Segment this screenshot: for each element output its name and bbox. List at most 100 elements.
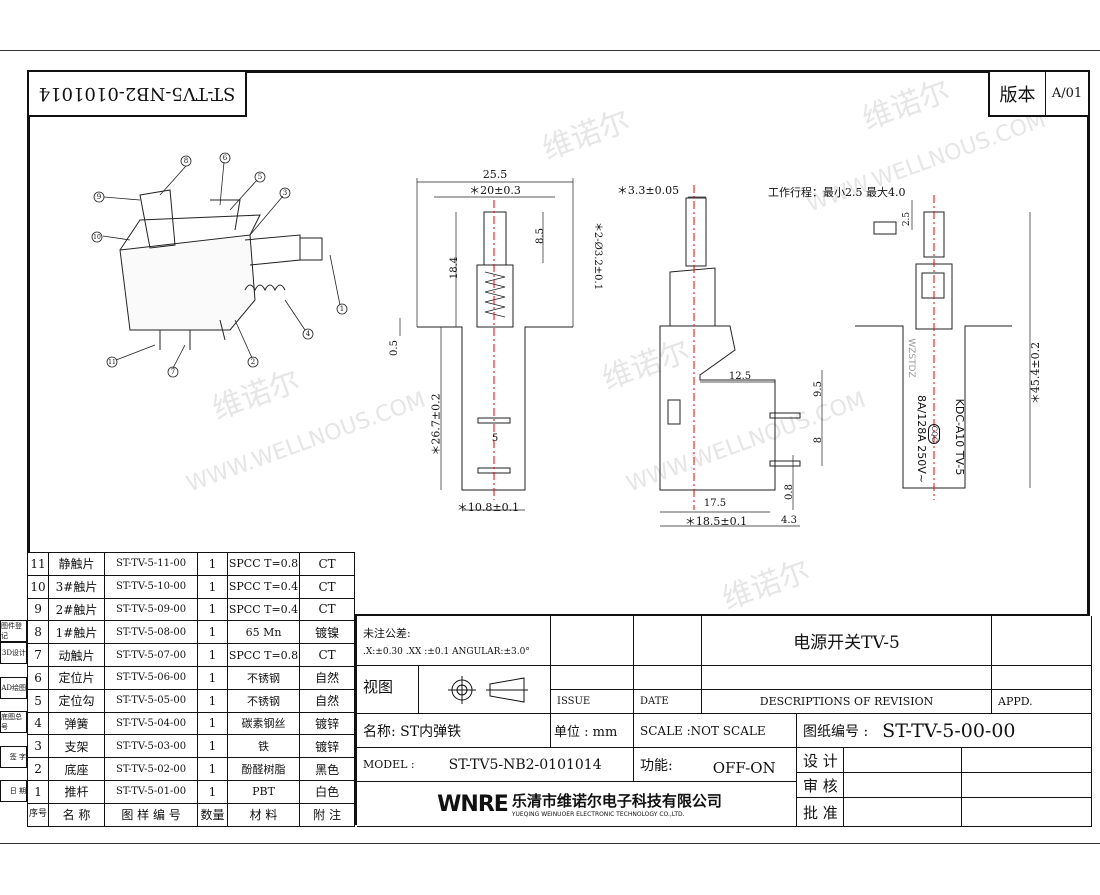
dim-side-12-5: 12.5 — [728, 370, 752, 382]
rear-view — [855, 195, 1012, 500]
bom-note: CT — [299, 574, 355, 599]
bom-qty: 1 — [197, 643, 228, 667]
bom-material: 碳素钢丝 — [226, 711, 301, 736]
bom-name: 推杆 — [48, 779, 105, 804]
design-date[interactable] — [962, 748, 1092, 773]
sheet-bottom-line — [0, 843, 1100, 844]
dim-side-0-8: 0.8 — [783, 484, 795, 500]
callout-2: 2 — [250, 358, 256, 366]
marking-brand: WZSTDZ — [906, 338, 916, 378]
bom-name: 动触片 — [48, 643, 105, 667]
header-note: 附 注 — [299, 802, 355, 827]
approve-signature[interactable] — [844, 798, 962, 827]
company-name-cn: 乐清市维诺尔电子科技有限公司 — [511, 792, 722, 810]
drawing-number: ST-TV-5-00-00 — [882, 719, 1016, 742]
projection-symbol — [419, 666, 551, 714]
dim-total-height: ＊45.4±0.2 — [1029, 341, 1042, 405]
unit: 单位 : mm — [551, 714, 634, 748]
bom-note: 镀锌 — [299, 711, 355, 736]
bom-qty: 1 — [197, 757, 228, 781]
callout-7: 7 — [170, 368, 176, 376]
part-name: 名称: ST内弹铁 — [357, 714, 551, 748]
model-cell: MODEL : ST-TV5-NB2-0101014 — [357, 748, 634, 782]
bom-no: 10 — [26, 574, 50, 599]
rev-cell — [551, 666, 634, 690]
bom-name: 底座 — [48, 757, 105, 781]
rev-cell — [992, 666, 1092, 690]
dim-side-17-5: 17.5 — [703, 497, 727, 509]
dim-side-9-5: 9.5 — [812, 381, 824, 397]
side-label: 签 字 — [0, 746, 27, 768]
bom-qty: 1 — [197, 574, 228, 599]
version-value: A/01 — [1051, 86, 1083, 101]
rev-appd-header: APPD. — [992, 690, 1092, 714]
rev-cell — [634, 666, 702, 690]
callout-9: 9 — [96, 193, 102, 201]
function-cell: 功能: OFF-ON — [634, 748, 797, 782]
function-label: 功能: — [640, 758, 673, 774]
review-signature[interactable] — [844, 773, 962, 798]
rev-date-header: DATE — [634, 690, 702, 714]
drawing-number-label: 图纸编号 : — [803, 723, 869, 740]
bom-name: 定位勾 — [48, 688, 105, 713]
bom-note: CT — [299, 552, 355, 576]
model-value: ST-TV5-NB2-0101014 — [448, 756, 602, 773]
callout-4: 4 — [305, 330, 311, 338]
bom-no: 2 — [26, 757, 50, 781]
dim-front-depth: ＊26.7±0.2 — [429, 393, 442, 456]
company-cell: WNRE 乐清市维诺尔电子科技有限公司 YUEQING WEINUOER ELE… — [357, 782, 797, 827]
bom-material: 不锈钢 — [226, 665, 301, 690]
bom-note: CT — [299, 643, 355, 667]
bom-code: ST-TV-5-07-00 — [103, 643, 199, 667]
side-view — [659, 185, 801, 510]
title-block: 未注公差: .X:±0.30 .XX :±0.1 ANGULAR:±3.0° 电… — [355, 614, 1092, 827]
bom-material: SPCC T=0.4 — [226, 597, 301, 622]
bom-name: 3#触片 — [48, 574, 105, 599]
bom-name: 支架 — [48, 734, 105, 759]
side-label: AD绘图 — [0, 677, 27, 699]
bom-name: 定位片 — [48, 665, 105, 690]
cqc-mark-icon: CQC — [928, 424, 940, 444]
third-angle-projection-icon — [447, 675, 528, 704]
bom-qty: 1 — [197, 779, 228, 804]
bom-qty: 1 — [197, 665, 228, 690]
tolerance-values: .X:±0.30 .XX :±0.1 ANGULAR:±3.0° — [363, 646, 530, 657]
bom-name: 2#触片 — [48, 597, 105, 622]
bom-note: 自然 — [299, 688, 355, 713]
dim-travel: 2.5 — [902, 211, 912, 227]
mirrored-code-box: ST-TV5-NB2-0101014 — [27, 70, 247, 117]
rev-desc-header: DESCRIPTIONS OF REVISION — [702, 690, 992, 714]
bom-no: 4 — [26, 711, 50, 736]
bom-code: ST-TV-5-05-00 — [103, 688, 199, 713]
design-signature[interactable] — [844, 748, 962, 773]
design-label: 设 计 — [797, 748, 844, 773]
bom-note: 白色 — [299, 779, 355, 804]
bom-note: CT — [299, 597, 355, 622]
bom-code: ST-TV-5-09-00 — [103, 597, 199, 622]
dim-plunger-width: ＊3.3±0.05 — [616, 183, 680, 197]
bom-no: 8 — [26, 620, 50, 645]
review-date[interactable] — [962, 773, 1092, 798]
approve-date[interactable] — [962, 798, 1092, 827]
rev-cell — [634, 616, 702, 666]
bom-no: 1 — [26, 779, 50, 804]
tolerance-title: 未注公差: — [363, 626, 411, 640]
drawing-number-cell: 图纸编号 : ST-TV-5-00-00 — [797, 714, 1092, 748]
bom-code: ST-TV-5-08-00 — [103, 620, 199, 645]
drawing-title: 电源开关TV-5 — [702, 616, 992, 666]
dim-side-depth: ＊18.5±0.1 — [684, 514, 748, 528]
dim-plunger-height: 8.5 — [534, 228, 546, 244]
bom-no: 6 — [26, 665, 50, 690]
bom-code: ST-TV-5-03-00 — [103, 734, 199, 759]
bom-no: 9 — [26, 597, 50, 622]
